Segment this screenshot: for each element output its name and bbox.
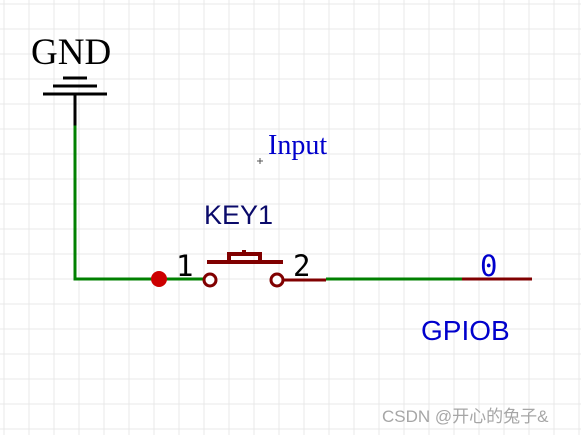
pushbutton-switch-icon bbox=[202, 250, 326, 288]
switch-designator: KEY1 bbox=[204, 200, 273, 230]
net-pin-number: 0 bbox=[480, 249, 497, 283]
ground-icon bbox=[43, 76, 107, 127]
net-label: GPIOB bbox=[421, 315, 510, 346]
junction-dot bbox=[151, 271, 167, 287]
gnd-label: GND bbox=[31, 32, 111, 73]
input-marker-icon bbox=[257, 158, 263, 164]
watermark-text: CSDN @开心的兔子& bbox=[382, 407, 549, 426]
switch-pin1-terminal bbox=[202, 272, 218, 288]
input-annotation: Input bbox=[268, 130, 327, 161]
switch-pin2-terminal bbox=[269, 272, 285, 288]
switch-pin1-number: 1 bbox=[176, 249, 193, 283]
switch-pin2-number: 2 bbox=[293, 249, 310, 283]
